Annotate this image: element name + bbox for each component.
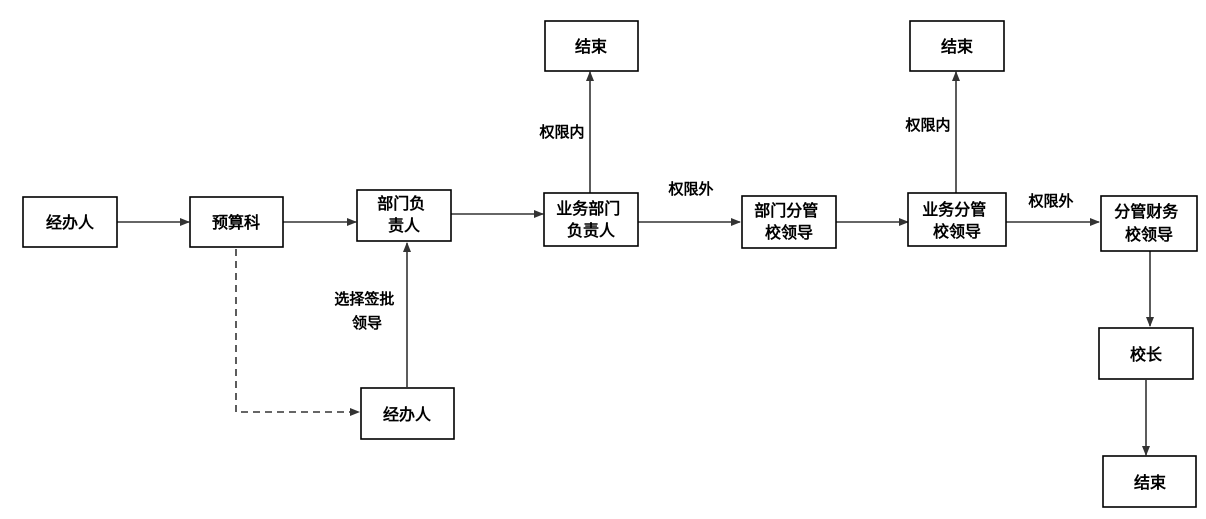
svg-text:经办人: 经办人: [383, 405, 432, 424]
svg-text:结束: 结束: [1133, 473, 1167, 492]
node-n10: 经办人: [360, 387, 455, 440]
edge-label-n4-n5: 权限外: [667, 180, 713, 198]
svg-text:结束: 结束: [574, 37, 608, 56]
node-n1: 经办人: [22, 196, 118, 248]
svg-text:部门负 责人: 部门负 责人: [377, 194, 431, 235]
edge-n2-n10: [235, 249, 360, 416]
node-n5: 部门分管 校领导: [741, 195, 837, 249]
node-n7: 分管财务 校领导: [1100, 195, 1198, 252]
node-n3: 部门负 责人: [356, 189, 452, 242]
svg-text:业务分管 校领导: 业务分管 校领导: [922, 200, 992, 241]
edge-label-n10-n3: 选择签批 领导: [334, 290, 399, 332]
node-n11: 校长: [1098, 327, 1194, 380]
svg-text:业务部门 负责人: 业务部门 负责人: [556, 199, 626, 240]
node-n6: 业务分管 校领导: [907, 192, 1007, 247]
edge-label-n4-n8: 权限内: [538, 123, 584, 141]
edges: [117, 71, 1154, 456]
svg-text:预算科: 预算科: [212, 213, 260, 232]
svg-text:部门分管 校领导: 部门分管 校领导: [754, 201, 824, 242]
node-n2: 预算科: [189, 196, 284, 248]
node-n9: 结束: [909, 20, 1005, 72]
edge-label-n6-n7: 权限外: [1027, 192, 1073, 210]
node-n4: 业务部门 负责人: [543, 192, 639, 247]
edge-label-n6-n9: 权限内: [904, 116, 950, 134]
svg-text:经办人: 经办人: [46, 213, 95, 232]
svg-text:分管财务 校领导: 分管财务 校领导: [1114, 202, 1184, 244]
node-n8: 结束: [544, 20, 639, 72]
nodes: 经办人 预算科 部门负 责人 业务部门 负责人 部门分管 校领导: [22, 20, 1198, 508]
node-n12: 结束: [1102, 455, 1197, 508]
edge-labels: 权限内 权限外 权限内 权限外 选择签批 领导: [334, 116, 1073, 332]
svg-text:校长: 校长: [1130, 345, 1163, 364]
svg-text:结束: 结束: [940, 37, 974, 56]
